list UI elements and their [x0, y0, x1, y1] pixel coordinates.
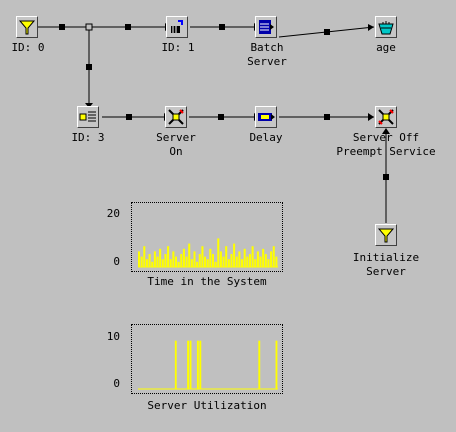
trace-bar — [201, 246, 204, 267]
set-id-block-id1[interactable] — [166, 16, 188, 38]
source-filter-icon — [377, 228, 395, 243]
switch-icon — [378, 109, 394, 125]
server-off-block[interactable] — [375, 106, 397, 128]
trace-bar — [241, 259, 244, 267]
plot2-ytick-bottom: 0 — [113, 377, 120, 390]
trace-bar — [153, 251, 156, 267]
trace-bar — [259, 256, 262, 267]
trace-bar — [159, 248, 162, 267]
trace-bar — [198, 254, 201, 267]
batch-server-block[interactable] — [255, 16, 277, 38]
trace-bar — [140, 256, 143, 267]
delay-block[interactable] — [255, 106, 277, 128]
plot1-ytick-top: 20 — [106, 207, 120, 220]
trace-bar — [214, 261, 217, 267]
time-in-system-title: Time in the System — [147, 275, 267, 288]
set-id-icon — [171, 20, 183, 33]
trace-bar — [206, 259, 209, 267]
trace-bar — [230, 254, 233, 267]
trace-bar — [272, 246, 275, 267]
trace-bar — [217, 238, 220, 267]
trace-bar — [204, 256, 207, 267]
trace-bar — [222, 256, 225, 267]
server-utilization-bars — [138, 340, 278, 390]
bucket-icon — [378, 21, 394, 35]
trace-bar — [233, 243, 236, 267]
trace-bar — [243, 248, 246, 267]
queue-block-id3[interactable] — [77, 106, 99, 128]
trace-bar — [188, 243, 191, 267]
trace-bar — [258, 340, 261, 389]
server-utilization-title: Server Utilization — [147, 399, 267, 412]
trace-bar — [209, 248, 212, 267]
trace-bar — [248, 254, 251, 267]
trace-bar — [275, 340, 278, 389]
trace-bar — [254, 259, 257, 267]
trace-bar — [164, 254, 167, 267]
source-id0-label: ID: 0 — [11, 41, 45, 54]
trace-bar — [180, 254, 183, 267]
delay-icon — [258, 113, 275, 121]
batch-server-icon — [259, 20, 274, 34]
trace-bar — [196, 261, 199, 267]
trace-bar — [199, 340, 202, 389]
trace-bar — [225, 246, 228, 267]
plot2-ytick-top: 10 — [106, 330, 120, 343]
trace-bar — [151, 261, 154, 267]
trace-bar — [264, 254, 267, 267]
set-id-id1-label: ID: 1 — [161, 41, 195, 54]
time-in-system-plot[interactable] — [131, 202, 283, 272]
trace-bar — [161, 259, 164, 267]
trace-bar — [251, 246, 254, 267]
trace-bar — [167, 246, 170, 267]
trace-bar — [193, 251, 196, 267]
trace-bar — [189, 340, 192, 389]
trace-bar — [256, 251, 259, 267]
server-utilization-plot[interactable] — [131, 324, 283, 394]
trace-bar — [196, 340, 199, 389]
initialize-server-label: Initialize Server — [352, 251, 420, 278]
wire-markers — [59, 24, 389, 180]
queue-id3-label: ID: 3 — [71, 131, 105, 144]
trace-bar — [262, 248, 265, 267]
server-off-label: Server Off Preempt Service — [336, 131, 436, 158]
trace-bar — [177, 261, 180, 267]
trace-bar — [267, 259, 270, 267]
age-sink-block[interactable] — [375, 16, 397, 38]
trace-bar — [174, 256, 178, 267]
trace-bar — [246, 256, 249, 267]
switch-icon — [168, 109, 184, 125]
initialize-server-block[interactable] — [375, 224, 397, 246]
trace-bar — [190, 259, 193, 267]
trace-bar — [174, 340, 177, 389]
plot1-ytick-bottom: 0 — [113, 255, 120, 268]
trace-bar — [148, 254, 151, 267]
age-label: age — [376, 41, 396, 54]
trace-bar — [185, 256, 188, 267]
trace-bar — [219, 251, 222, 267]
trace-bar — [270, 251, 273, 267]
batch-server-label: Batch Server — [247, 41, 287, 68]
source-block-id0[interactable] — [16, 16, 38, 38]
trace-bar — [275, 256, 278, 267]
trace-bar — [143, 246, 146, 267]
trace-bar — [227, 259, 230, 267]
trace-bar — [169, 259, 172, 267]
trace-bar — [172, 251, 175, 267]
trace-bar — [182, 248, 185, 267]
time-in-system-bars — [138, 238, 278, 268]
delay-label: Delay — [249, 131, 283, 144]
trace-bar — [235, 256, 238, 267]
server-on-label: Server On — [156, 131, 196, 158]
trace-bar — [156, 256, 159, 267]
trace-bar — [211, 254, 214, 267]
source-filter-icon — [18, 20, 36, 35]
queue-icon — [79, 111, 96, 122]
trace-bar — [138, 251, 141, 267]
server-on-block[interactable] — [165, 106, 187, 128]
trace-bar — [238, 251, 241, 267]
junction-node[interactable] — [85, 23, 93, 31]
trace-bar — [145, 259, 148, 267]
trace-bar — [187, 340, 189, 389]
